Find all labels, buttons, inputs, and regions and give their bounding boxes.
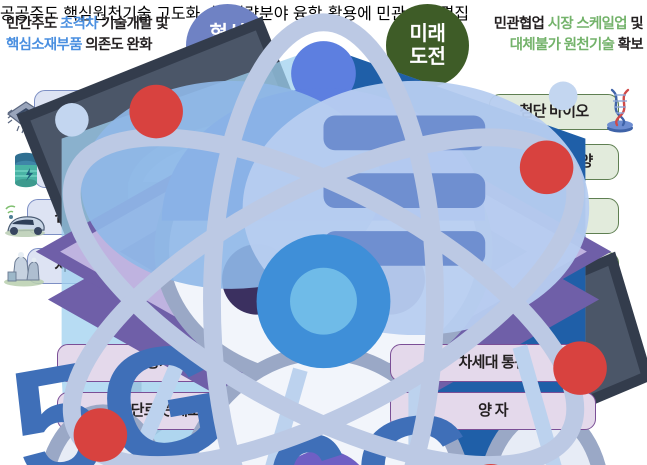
category-innovation-line1: 혁신 (209, 23, 246, 46)
hub-core: 국가 전략기술 공급망 통상 신산업 육성 외교 안보 (217, 113, 431, 317)
item-box-next-gen-communication[interactable]: 차세대 통신 (390, 344, 596, 382)
central-hub: 국가 전략기술 공급망 통상 신산업 육성 외교 안보 (209, 106, 439, 324)
hub-pillar-1-line1: 신산업 (311, 231, 350, 247)
hub-pillar-diplomacy-security: 외교 안보 (358, 231, 404, 267)
accent-dot-right (437, 235, 451, 249)
item-box-hydrogen[interactable]: 수소 (483, 198, 619, 234)
item-box-cyber-security[interactable]: 사이버 보안 (483, 252, 619, 288)
accent-dot-left (201, 122, 215, 136)
headline-left-line2-highlight: 핵심소재부품 (6, 37, 82, 53)
headline-left-line2: 핵심소재부품 의존도 완화 (6, 35, 168, 56)
item-box-advanced-bio[interactable]: 첨단 바이오 (489, 94, 619, 130)
category-essential-line2: 기반 (309, 379, 345, 400)
headline-right-line1-pre: 민관협업 (493, 16, 548, 32)
category-future-line1: 미래 (409, 23, 446, 46)
headline-right: 민관협업 시장 스케일업 및 대체불가 원천기술 확보 (493, 14, 644, 56)
hub-pillar-supply-chain: 공급망 통상 (245, 231, 301, 267)
hub-pillar-0-line1: 공급망 (253, 231, 293, 247)
item-box-advanced-robot-manufacturing[interactable]: 첨단로봇·제조 (57, 392, 261, 430)
svg-text:5G: 5G (0, 305, 242, 465)
hub-pillar-2-line2: 안보 (368, 248, 395, 265)
headline-right-line1-highlight: 시장 스케일업 (547, 16, 628, 32)
category-future-line2: 도전 (409, 45, 446, 68)
item-box-quantum[interactable]: 양 자 (390, 392, 596, 430)
hub-title: 국가 전략기술 (258, 154, 390, 181)
item-box-next-gen-nuclear[interactable]: 차세대 원자력 (27, 248, 164, 284)
headline-right-line2-highlight: 대체불가 원천기술 (509, 37, 615, 53)
item-box-aerospace-ocean[interactable]: 우주항공·해양 (483, 144, 619, 180)
hub-pillar-1-line2: 육성 (317, 248, 344, 265)
headline-left-line2-post: 의존도 완화 (81, 37, 152, 53)
category-circle-innovation[interactable]: 혁신 선도 (186, 4, 269, 87)
hub-pillar-new-industry: 신산업 육성 (301, 231, 358, 267)
category-circle-essential[interactable]: 필수 기반 (288, 340, 366, 418)
headline-left-line1-post: 기술개발 및 (97, 16, 168, 32)
headline-right-line2: 대체불가 원천기술 확보 (494, 35, 644, 56)
headline-right-line2-post: 확보 (614, 37, 644, 53)
category-innovation-line2: 선도 (209, 45, 246, 68)
category-circle-future[interactable]: 미래 도전 (386, 4, 469, 87)
headline-right-line1: 민관협업 시장 스케일업 및 (493, 14, 644, 35)
hub-title-area: 국가 전략기술 (220, 116, 428, 215)
item-box-artificial-intelligence[interactable]: 인공지능 (57, 344, 261, 382)
hub-pillar-0-line2: 통상 (260, 248, 286, 265)
headline-left-line1-highlight: 초격차 (59, 16, 99, 32)
headline-right-line1-post: 및 (626, 16, 643, 32)
item-box-advanced-mobility[interactable]: 첨단 모빌리티 (27, 199, 164, 235)
connector-top (323, 78, 325, 108)
item-box-semiconductor-display[interactable]: 반도체· 디스플레이 (34, 90, 164, 142)
hub-pillar-band: 공급망 통상 신산업 육성 외교 안보 (220, 215, 428, 314)
item-box-secondary-battery[interactable]: 이차전지 (34, 152, 164, 188)
headline-left-line1: 민간주도 초격차 기술개발 및 (6, 14, 168, 35)
hub-pillar-2-line1: 외교 (368, 231, 395, 247)
headline-left-line1-pre: 민간주도 (6, 16, 60, 32)
category-essential-line1: 필수 (309, 357, 345, 379)
headline-left: 민간주도 초격차 기술개발 및 핵심소재부품 의존도 완화 (6, 14, 168, 56)
